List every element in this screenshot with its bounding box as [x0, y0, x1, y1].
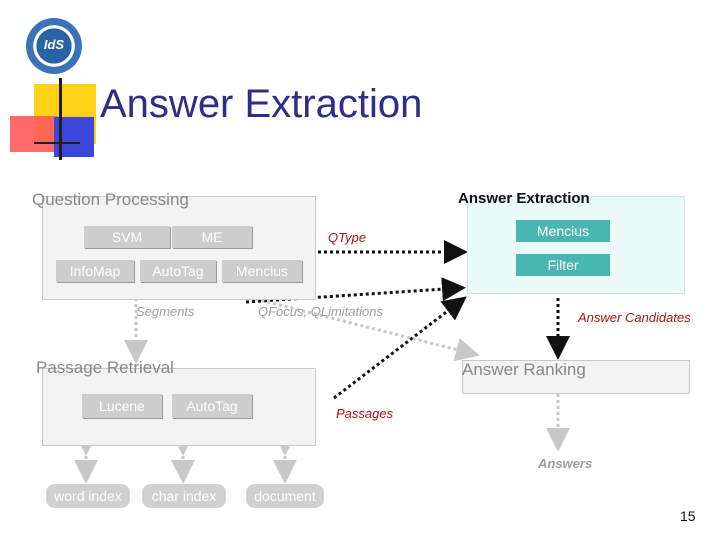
infomap-chip: InfoMap [56, 260, 134, 282]
logo-text: IdS [43, 37, 65, 52]
me-chip: ME [172, 226, 252, 248]
filter-chip: Filter [516, 254, 610, 276]
title-decoration-horizontal-line [34, 142, 80, 144]
institute-logo: IdS [26, 18, 82, 74]
question-processing-box [42, 196, 316, 300]
lucene-chip: Lucene [82, 394, 162, 418]
answers-label: Answers [538, 456, 593, 471]
passages-arrow [333, 296, 467, 400]
ae-mencius-chip: Mencius [516, 220, 610, 242]
word-index-database: word index [46, 484, 130, 508]
answer-extraction-label: Answer Extraction [458, 190, 590, 207]
title-decoration-red [10, 116, 58, 152]
passages-label: Passages [336, 406, 394, 421]
passage-retrieval-label: Passage Retrieval [36, 358, 174, 377]
qfocus-label: QFocus, QLimitations [258, 304, 383, 319]
qtype-label: QType [328, 230, 367, 245]
pr-autotag-chip: AutoTag [172, 394, 252, 418]
answer-candidates-label: Answer Candidates [578, 310, 691, 325]
page-number: 15 [680, 508, 696, 524]
segments-label: Segments [136, 304, 195, 319]
question-processing-label: Question Processing [32, 190, 189, 209]
page-title: Answer Extraction [100, 82, 423, 126]
answer-ranking-label: Answer Ranking [462, 360, 586, 379]
autotag-chip: AutoTag [140, 260, 216, 282]
char-index-database: char index [142, 484, 226, 508]
svm-chip: SVM [84, 226, 170, 248]
answer-ranking-box [462, 360, 690, 394]
answer-extraction-box [467, 196, 685, 294]
mencius-chip: Mencius [222, 260, 302, 282]
document-database: document [246, 484, 324, 508]
title-decoration-vertical-line [59, 78, 62, 160]
